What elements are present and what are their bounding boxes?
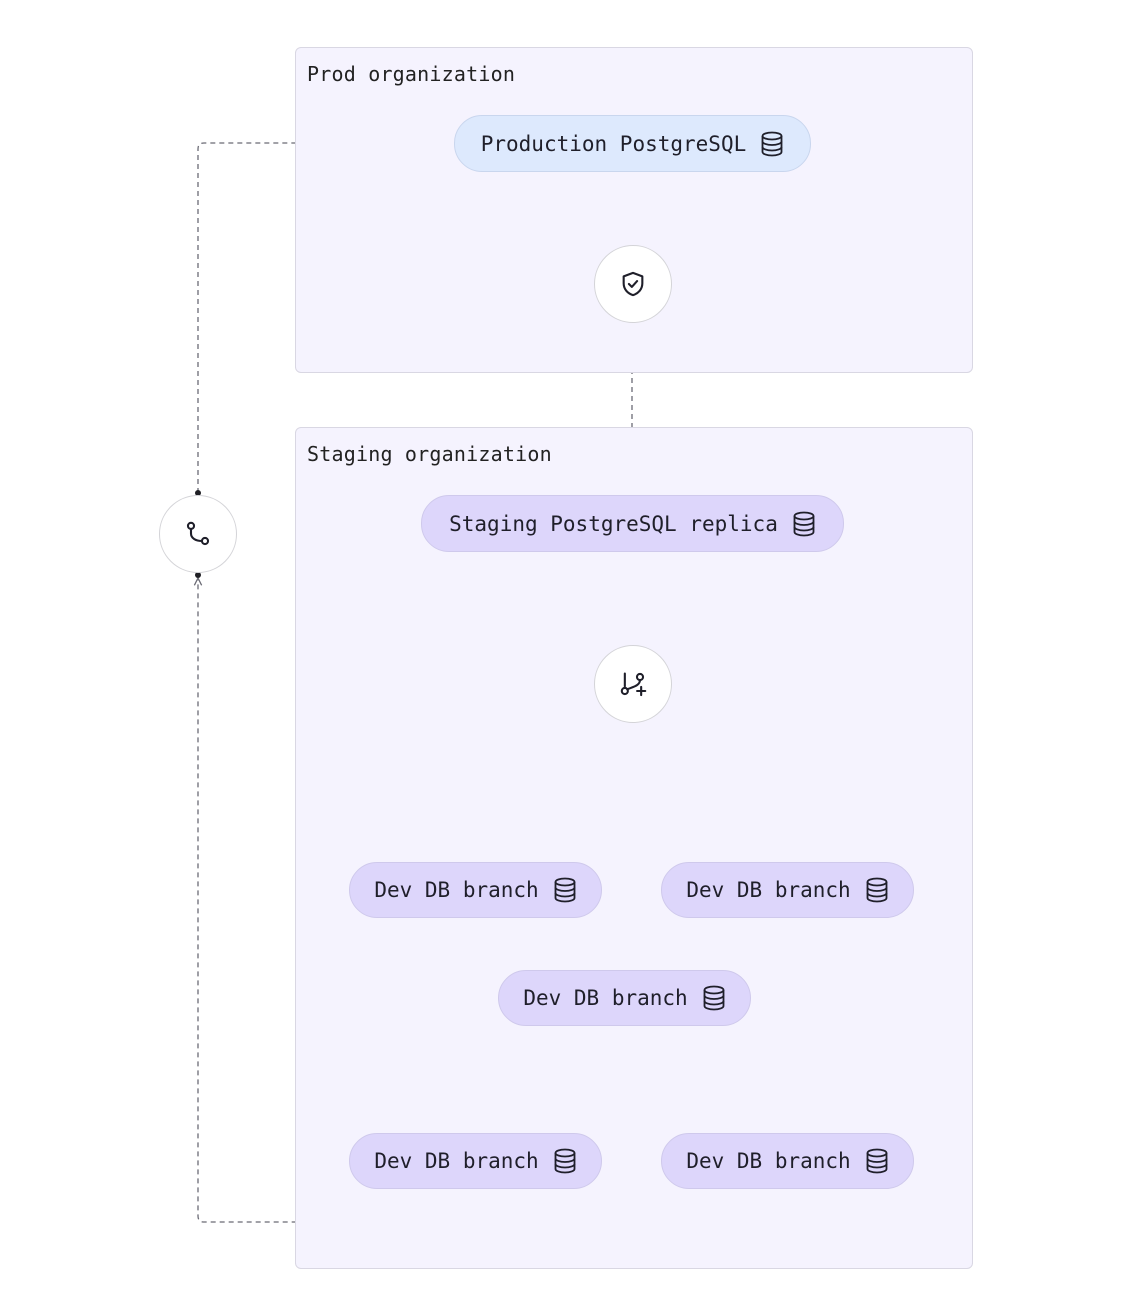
database-icon	[703, 985, 725, 1011]
staging-organization-group: Staging organization	[295, 427, 973, 1269]
branch-create-step-node[interactable]	[594, 645, 672, 723]
database-icon	[866, 877, 888, 903]
staging-postgresql-replica-label: Staging PostgreSQL replica	[449, 511, 778, 536]
connection-port-dot	[195, 572, 201, 578]
dev-db-branch-label: Dev DB branch	[374, 878, 539, 902]
merge-step-node[interactable]	[159, 495, 237, 573]
prod-organization-group: Prod organization	[295, 47, 973, 373]
dev-db-branch-label: Dev DB branch	[686, 878, 851, 902]
prod-organization-label: Prod organization	[307, 62, 516, 86]
database-icon	[761, 131, 783, 156]
dev-db-branch-label: Dev DB branch	[374, 1149, 539, 1173]
dev-db-branch-node-bottom-right[interactable]: Dev DB branch	[661, 1133, 914, 1189]
database-icon	[866, 1148, 888, 1174]
dev-db-branch-node-right[interactable]: Dev DB branch	[661, 862, 914, 918]
edge-merge-step-to-production	[197, 143, 450, 493]
security-step-node[interactable]	[594, 245, 672, 323]
database-icon	[554, 1148, 576, 1174]
git-branch-plus-icon	[620, 672, 647, 697]
database-icon	[793, 511, 815, 536]
database-icon	[554, 877, 576, 903]
dev-db-branch-node-middle[interactable]: Dev DB branch	[498, 970, 751, 1026]
connection-port-dot	[195, 490, 201, 496]
dev-db-branch-node-left[interactable]: Dev DB branch	[349, 862, 602, 918]
dev-db-branch-node-bottom-left[interactable]: Dev DB branch	[349, 1133, 602, 1189]
git-merge-icon	[186, 521, 210, 546]
production-postgresql-label: Production PostgreSQL	[480, 131, 747, 156]
staging-organization-label: Staging organization	[307, 442, 552, 466]
dev-db-branch-label: Dev DB branch	[686, 1149, 851, 1173]
production-postgresql-node[interactable]: Production PostgreSQL	[454, 115, 811, 172]
staging-postgresql-replica-node[interactable]: Staging PostgreSQL replica	[421, 495, 844, 552]
shield-check-icon	[622, 271, 644, 297]
dev-db-branch-label: Dev DB branch	[523, 986, 688, 1010]
